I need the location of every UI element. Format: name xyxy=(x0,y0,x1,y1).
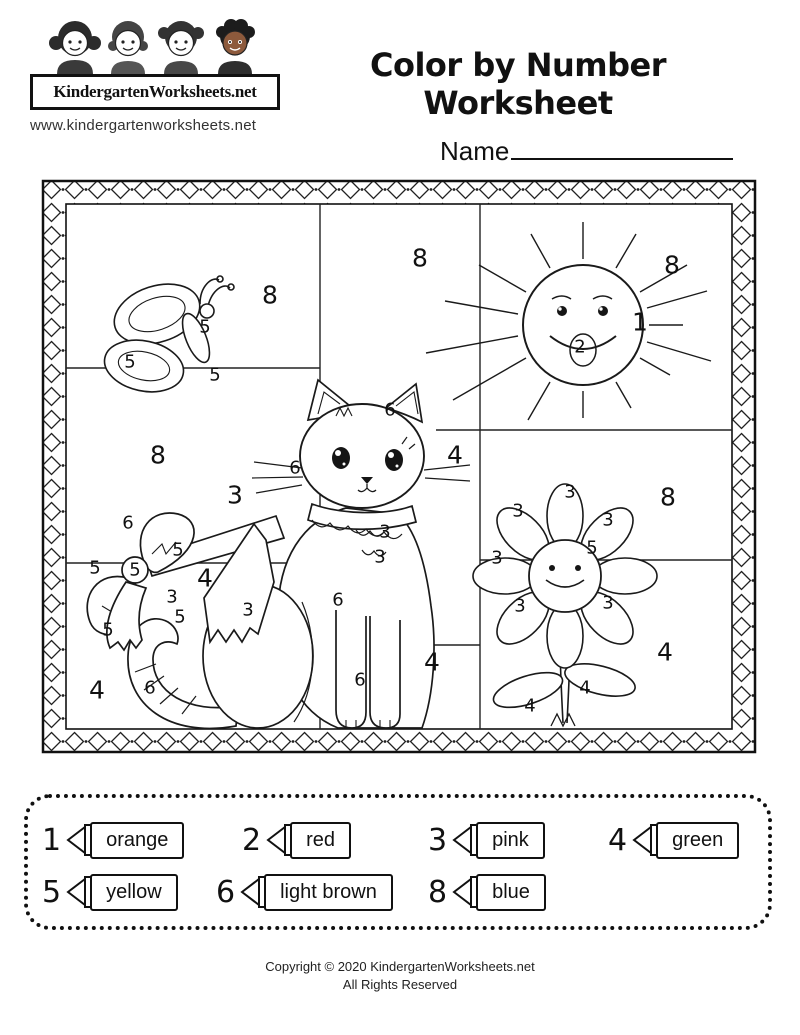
crayon-tip-icon xyxy=(66,876,93,908)
legend-number: 2 xyxy=(242,822,262,858)
picture-number: 4 xyxy=(447,440,463,470)
picture-number: 4 xyxy=(657,637,673,667)
page-title: Color by Number Worksheet xyxy=(369,46,667,122)
picture-number: 4 xyxy=(579,677,591,699)
picture-number: 3 xyxy=(514,595,526,617)
picture-number: 6 xyxy=(144,677,156,699)
picture-number: 8 xyxy=(412,243,428,273)
cat-drawing xyxy=(86,378,471,730)
crayon: light brown xyxy=(240,872,393,912)
logo-text: KindergartenWorksheets.net xyxy=(30,74,280,110)
picture-number: 3 xyxy=(379,521,391,543)
rights-line: All Rights Reserved xyxy=(342,977,458,992)
picture-number: 6 xyxy=(384,399,396,421)
crayon: pink xyxy=(452,820,545,860)
legend-item-6: 6 light brown xyxy=(216,872,393,912)
crayon: red xyxy=(266,820,351,860)
color-label: pink xyxy=(476,821,545,859)
name-blank-line xyxy=(511,134,734,160)
legend-number: 8 xyxy=(428,874,448,910)
picture-number: 6 xyxy=(122,512,134,534)
picture-number: 3 xyxy=(564,481,576,503)
picture-number: 4 xyxy=(89,675,105,705)
legend-number: 6 xyxy=(216,874,236,910)
color-label: green xyxy=(656,821,740,859)
crayon-tip-icon xyxy=(452,876,479,908)
butterfly-drawing xyxy=(103,275,235,393)
picture-number: 4 xyxy=(197,563,213,593)
picture-number: 5 xyxy=(172,539,184,561)
picture-number: 5 xyxy=(102,619,114,641)
picture-number: 3 xyxy=(512,500,524,522)
picture-number: 3 xyxy=(242,599,254,621)
picture-number: 8 xyxy=(150,440,166,470)
color-label: blue xyxy=(476,873,546,911)
flower-drawing xyxy=(472,483,658,728)
footer: Copyright © 2020 KindergartenWorksheets.… xyxy=(0,958,800,994)
legend-item-3: 3 pink xyxy=(428,820,545,860)
picture-number: 3 xyxy=(602,509,614,531)
legend-item-2: 2 red xyxy=(242,820,351,860)
crayon: blue xyxy=(452,872,546,912)
crayon-tip-icon xyxy=(266,824,293,856)
picture-number: 5 xyxy=(209,364,221,386)
picture-number: 3 xyxy=(374,546,386,568)
crayon-tip-icon xyxy=(240,876,267,908)
legend-item-5: 5 yellow xyxy=(42,872,178,912)
logo-kids-illustration xyxy=(49,19,255,74)
picture-number: 8 xyxy=(664,250,680,280)
color-label: red xyxy=(290,821,351,859)
legend-number: 3 xyxy=(428,822,448,858)
picture-number: 6 xyxy=(354,669,366,691)
crayon-tip-icon xyxy=(66,824,93,856)
picture-number: 5 xyxy=(124,351,136,373)
name-row: Name xyxy=(440,134,734,167)
picture-number: 5 xyxy=(199,316,211,338)
picture-number: 5 xyxy=(89,557,101,579)
picture-number: 1 xyxy=(632,307,648,337)
crayon: yellow xyxy=(66,872,178,912)
sun-drawing xyxy=(425,222,712,421)
legend-item-4: 4 green xyxy=(608,820,740,860)
logo-area: KindergartenWorksheets.net www.kindergar… xyxy=(30,16,280,134)
legend-number: 4 xyxy=(608,822,628,858)
picture-number: 6 xyxy=(332,589,344,611)
picture-number: 3 xyxy=(227,480,243,510)
crayon: green xyxy=(632,820,740,860)
picture-number: 5 xyxy=(174,606,186,628)
color-label: light brown xyxy=(264,873,393,911)
crayon-tip-icon xyxy=(632,824,659,856)
picture-number: 3 xyxy=(166,586,178,608)
picture-number: 3 xyxy=(602,592,614,614)
legend-number: 5 xyxy=(42,874,62,910)
crayon: orange xyxy=(66,820,185,860)
color-label: yellow xyxy=(90,873,178,911)
picture-number: 6 xyxy=(289,457,301,479)
picture-number: 4 xyxy=(424,647,440,677)
picture-number: 5 xyxy=(129,559,141,581)
picture-number: 8 xyxy=(660,482,676,512)
copyright-line: Copyright © 2020 KindergartenWorksheets.… xyxy=(265,959,535,974)
decorative-border xyxy=(41,179,757,754)
picture-number: 8 xyxy=(262,280,278,310)
crayon-tip-icon xyxy=(452,824,479,856)
website-url: www.kindergartenworksheets.net xyxy=(30,117,257,134)
color-key-legend: 1 orange 2 red 3 xyxy=(24,794,772,930)
worksheet-picture-svg xyxy=(41,179,757,754)
color-label: orange xyxy=(90,821,185,859)
picture-number: 4 xyxy=(524,695,536,717)
legend-item-1: 1 orange xyxy=(42,820,185,860)
picture-number: 2 xyxy=(574,336,586,358)
legend-item-7: 8 blue xyxy=(428,872,546,912)
legend-number: 1 xyxy=(42,822,62,858)
picture-number: 3 xyxy=(491,547,503,569)
picture-number: 5 xyxy=(586,537,598,559)
name-label: Name xyxy=(440,136,510,166)
